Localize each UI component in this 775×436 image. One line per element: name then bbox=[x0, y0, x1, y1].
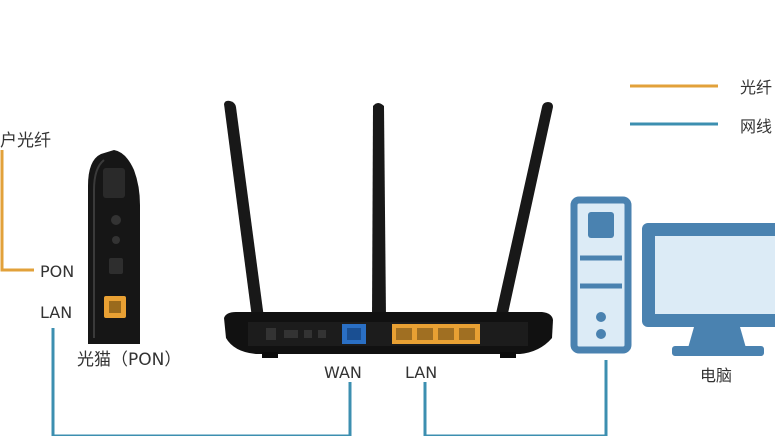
tower-light-1 bbox=[596, 312, 606, 322]
modem-lan-port-inner bbox=[109, 301, 121, 313]
modem-highlight bbox=[93, 159, 105, 338]
router-antenna-right bbox=[495, 102, 553, 318]
ethernet-cable-modem-to-router bbox=[51, 328, 352, 436]
router-lan-port-3 bbox=[438, 328, 454, 340]
tower-light-2 bbox=[596, 329, 606, 339]
router-wan-label: WAN bbox=[324, 363, 362, 382]
modem-name-label: 光猫（PON） bbox=[77, 350, 182, 370]
router-lan-label: LAN bbox=[405, 363, 438, 382]
computer-label: 电脑 bbox=[700, 366, 733, 385]
router-lan-port-1 bbox=[396, 328, 412, 340]
modem-pon-label: PON bbox=[40, 262, 75, 281]
router-power-port bbox=[266, 328, 276, 340]
modem-body bbox=[88, 150, 140, 344]
tower-drive-bay bbox=[588, 212, 614, 238]
tower-outline bbox=[570, 196, 632, 354]
modem-lan-label: LAN bbox=[40, 303, 73, 322]
fiber-cable-line bbox=[0, 150, 34, 272]
computer-tower bbox=[570, 196, 632, 354]
router-lan-port-2 bbox=[417, 328, 433, 340]
router-wan-port-inner bbox=[347, 328, 361, 340]
ethernet-cable-router-to-computer bbox=[423, 360, 608, 436]
legend-label-fiber: 光纤 bbox=[740, 78, 773, 97]
monitor-neck bbox=[688, 327, 746, 348]
fiber-input-label: 户光纤 bbox=[0, 131, 51, 151]
modem-top-slot bbox=[103, 168, 125, 198]
wireless-router bbox=[224, 100, 553, 358]
modem-pon-port bbox=[109, 258, 123, 274]
monitor-base bbox=[672, 346, 764, 356]
router-foot-right bbox=[500, 352, 516, 358]
router-button-2 bbox=[318, 330, 326, 338]
router-button-1 bbox=[304, 330, 312, 338]
modem-port-circle-1 bbox=[111, 215, 121, 225]
router-switch bbox=[284, 330, 298, 338]
monitor-screen bbox=[655, 236, 775, 314]
modem-port-circle-2 bbox=[112, 236, 120, 244]
router-lan-ports bbox=[392, 324, 480, 344]
router-antenna-left bbox=[224, 100, 264, 318]
computer-monitor bbox=[642, 223, 775, 356]
router-foot-left bbox=[262, 352, 278, 358]
optical-modem bbox=[88, 150, 140, 344]
router-lan-port-4 bbox=[459, 328, 475, 340]
legend-label-ethernet: 网线 bbox=[740, 117, 773, 136]
router-antenna-center bbox=[372, 103, 386, 318]
